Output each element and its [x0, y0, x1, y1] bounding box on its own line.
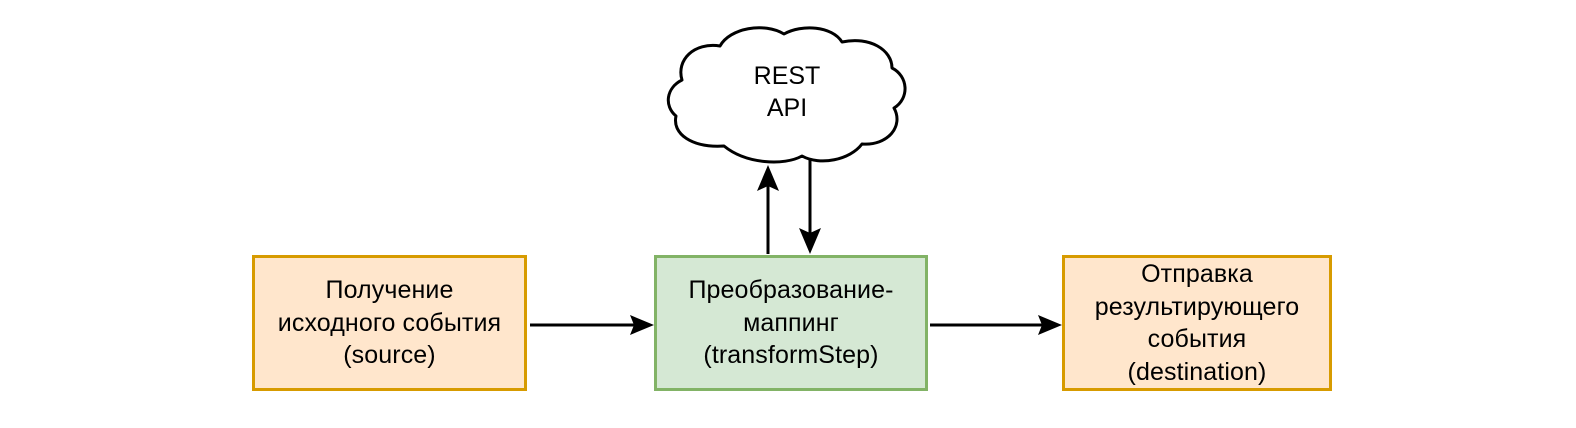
node-transform-step-label: Преобразование- маппинг (transformStep): [688, 276, 894, 370]
edge-transform-to-rest-api: [757, 165, 779, 254]
edge-rest-api-to-transform: [799, 152, 821, 254]
node-source-label: Получение исходного события (source): [277, 276, 502, 370]
edge-transform-to-destination: [930, 315, 1062, 335]
rest-api-label: REST API: [753, 62, 821, 122]
node-destination[interactable]: Отправка результирующего события (destin…: [1062, 255, 1332, 391]
cloud-shape-icon: [666, 26, 907, 164]
rest-api-cloud: REST API: [664, 24, 910, 166]
edge-source-to-transform: [530, 315, 654, 335]
node-source[interactable]: Получение исходного события (source): [252, 255, 527, 391]
node-transform-step[interactable]: Преобразование- маппинг (transformStep): [654, 255, 928, 391]
node-destination-label: Отправка результирующего события (destin…: [1094, 260, 1300, 386]
